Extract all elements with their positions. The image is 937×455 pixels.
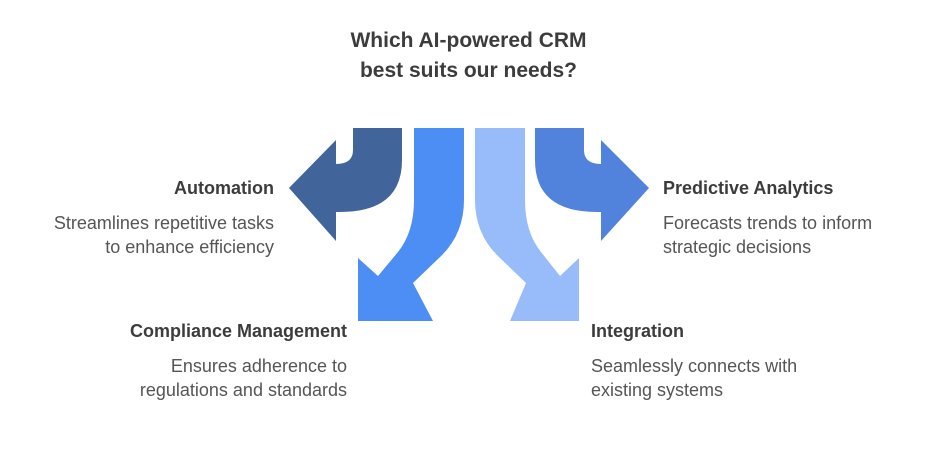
option-description: Ensures adherence to regulations and sta… [27,354,347,402]
title-line-1: Which AI-powered CRM [350,29,587,52]
arrow-automation [289,128,402,241]
description-line: regulations and standards [139,380,347,400]
option-compliance-management: Compliance Management Ensures adherence … [27,319,347,402]
option-predictive-analytics: Predictive Analytics Forecasts trends to… [663,176,933,259]
title-line-2: best suits our needs? [359,59,578,82]
option-description: Seamlessly connects with existing system… [591,354,891,402]
description-line: Ensures adherence to [170,356,347,376]
option-heading: Compliance Management [129,321,347,341]
option-description: Streamlines repetitive tasks to enhance … [0,211,274,259]
arrow-compliance [358,128,464,321]
option-heading: Integration [591,321,684,341]
option-heading: Automation [174,178,274,198]
description-line: Seamlessly connects with [591,356,798,376]
description-line: to enhance efficiency [105,237,274,257]
arrow-predictive [535,128,649,241]
arrow-integration [475,128,579,321]
description-line: Forecasts trends to inform [663,213,873,233]
option-integration: Integration Seamlessly connects with exi… [591,319,891,402]
option-heading: Predictive Analytics [663,178,834,198]
option-description: Forecasts trends to inform strategic dec… [663,211,933,259]
description-line: strategic decisions [663,237,812,257]
diagram-title: Which AI-powered CRM best suits our need… [0,26,937,86]
description-line: existing systems [591,380,724,400]
option-automation: Automation Streamlines repetitive tasks … [0,176,274,259]
description-line: Streamlines repetitive tasks [53,213,274,233]
